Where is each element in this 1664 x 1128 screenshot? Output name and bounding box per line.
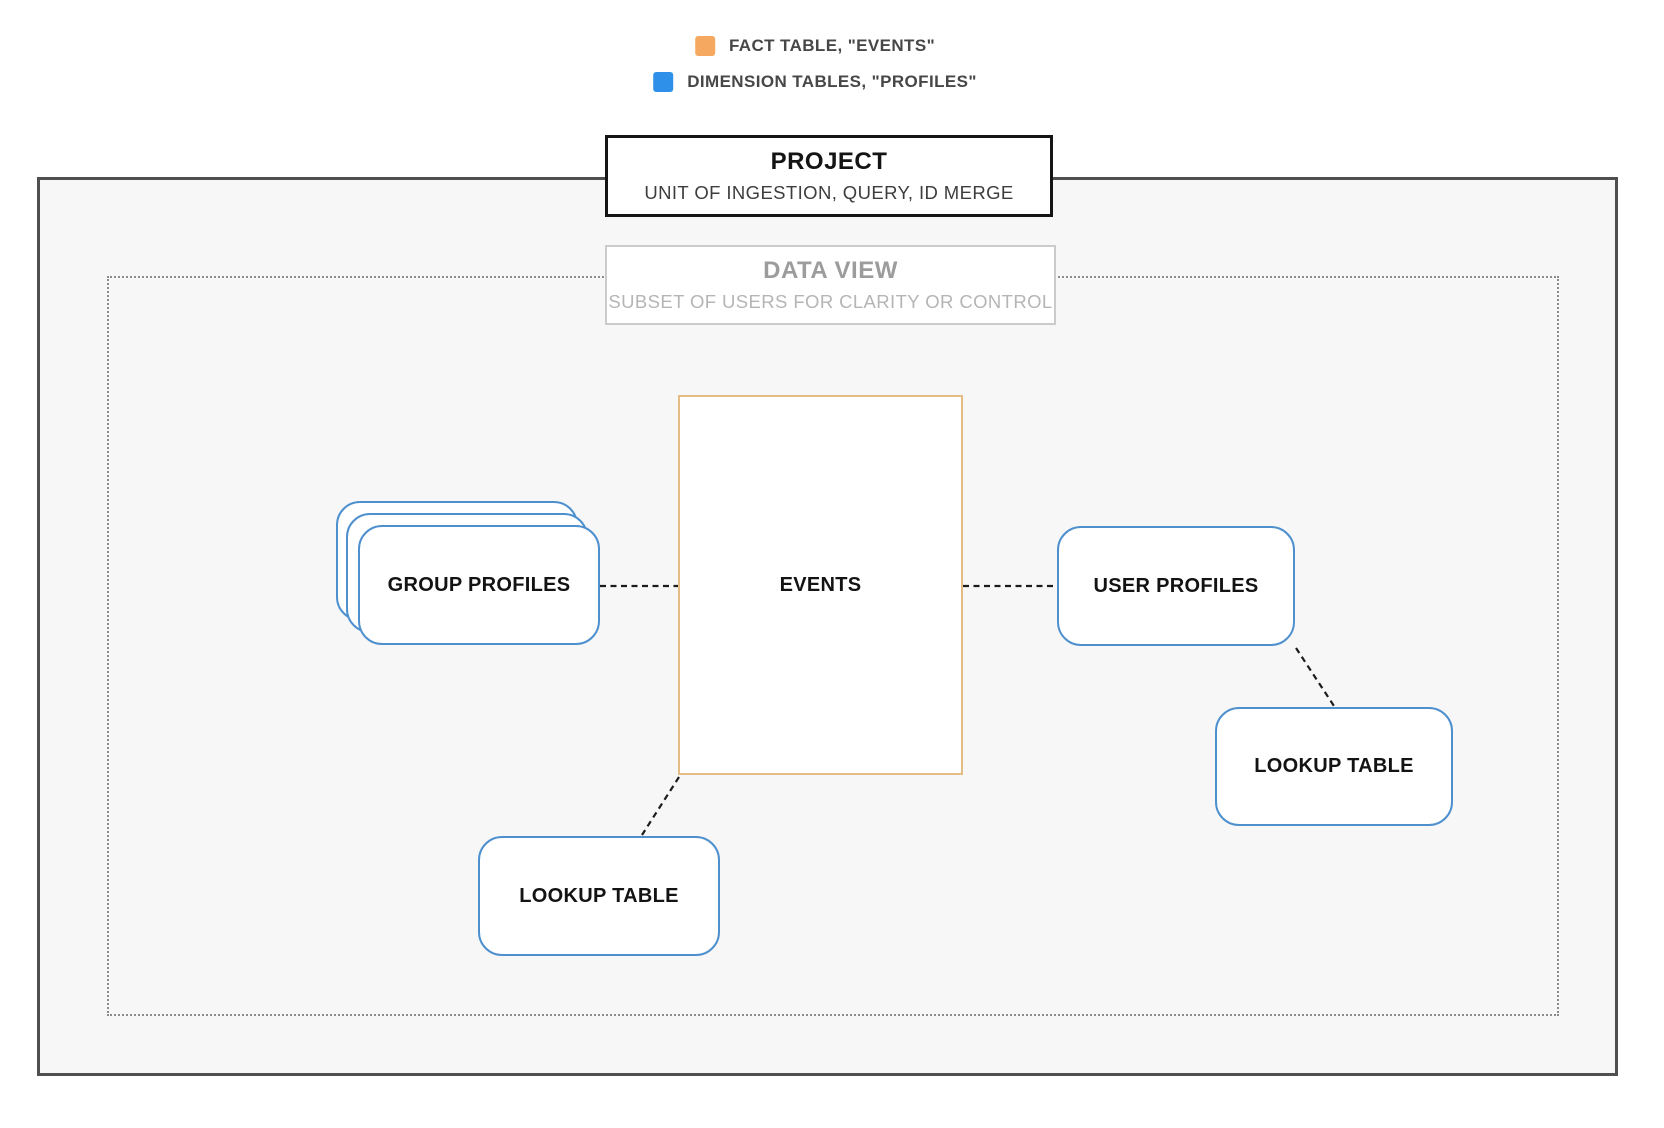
lookup-table-left-label: LOOKUP TABLE — [519, 884, 679, 907]
events-label: EVENTS — [779, 573, 862, 596]
project-title: PROJECT — [770, 148, 888, 175]
node-user-profiles: USER PROFILES — [1057, 526, 1295, 646]
node-events: EVENTS — [678, 395, 963, 775]
legend: FACT TABLE, "EVENTS" DIMENSION TABLES, "… — [653, 36, 977, 92]
connector-user-profiles-lookup-table-right — [1295, 647, 1335, 707]
node-group-profiles: GROUP PROFILES — [358, 525, 600, 645]
data-view-title-box: DATA VIEW SUBSET OF USERS FOR CLARITY OR… — [605, 245, 1056, 325]
group-profiles-label: GROUP PROFILES — [387, 573, 571, 596]
node-lookup-table-right: LOOKUP TABLE — [1215, 707, 1453, 826]
dimension-tables-swatch-icon — [653, 72, 674, 92]
data-view-subtitle: SUBSET OF USERS FOR CLARITY OR CONTROL — [608, 291, 1053, 312]
legend-item-fact-table: FACT TABLE, "EVENTS" — [694, 36, 936, 56]
lookup-table-right-label: LOOKUP TABLE — [1254, 755, 1414, 777]
connector-events-lookup-table-left — [641, 776, 680, 836]
project-subtitle: UNIT OF INGESTION, QUERY, ID MERGE — [644, 182, 1014, 203]
legend-label-dimension-tables: DIMENSION TABLES, "PROFILES" — [687, 72, 977, 91]
legend-item-dimension-tables: DIMENSION TABLES, "PROFILES" — [653, 72, 977, 92]
node-lookup-table-left: LOOKUP TABLE — [478, 836, 720, 956]
legend-label-fact-table: FACT TABLE, "EVENTS" — [728, 36, 936, 55]
user-profiles-label: USER PROFILES — [1093, 574, 1259, 597]
data-view-title: DATA VIEW — [763, 257, 898, 284]
project-title-box: PROJECT UNIT OF INGESTION, QUERY, ID MER… — [605, 135, 1053, 217]
fact-table-swatch-icon — [694, 36, 715, 56]
